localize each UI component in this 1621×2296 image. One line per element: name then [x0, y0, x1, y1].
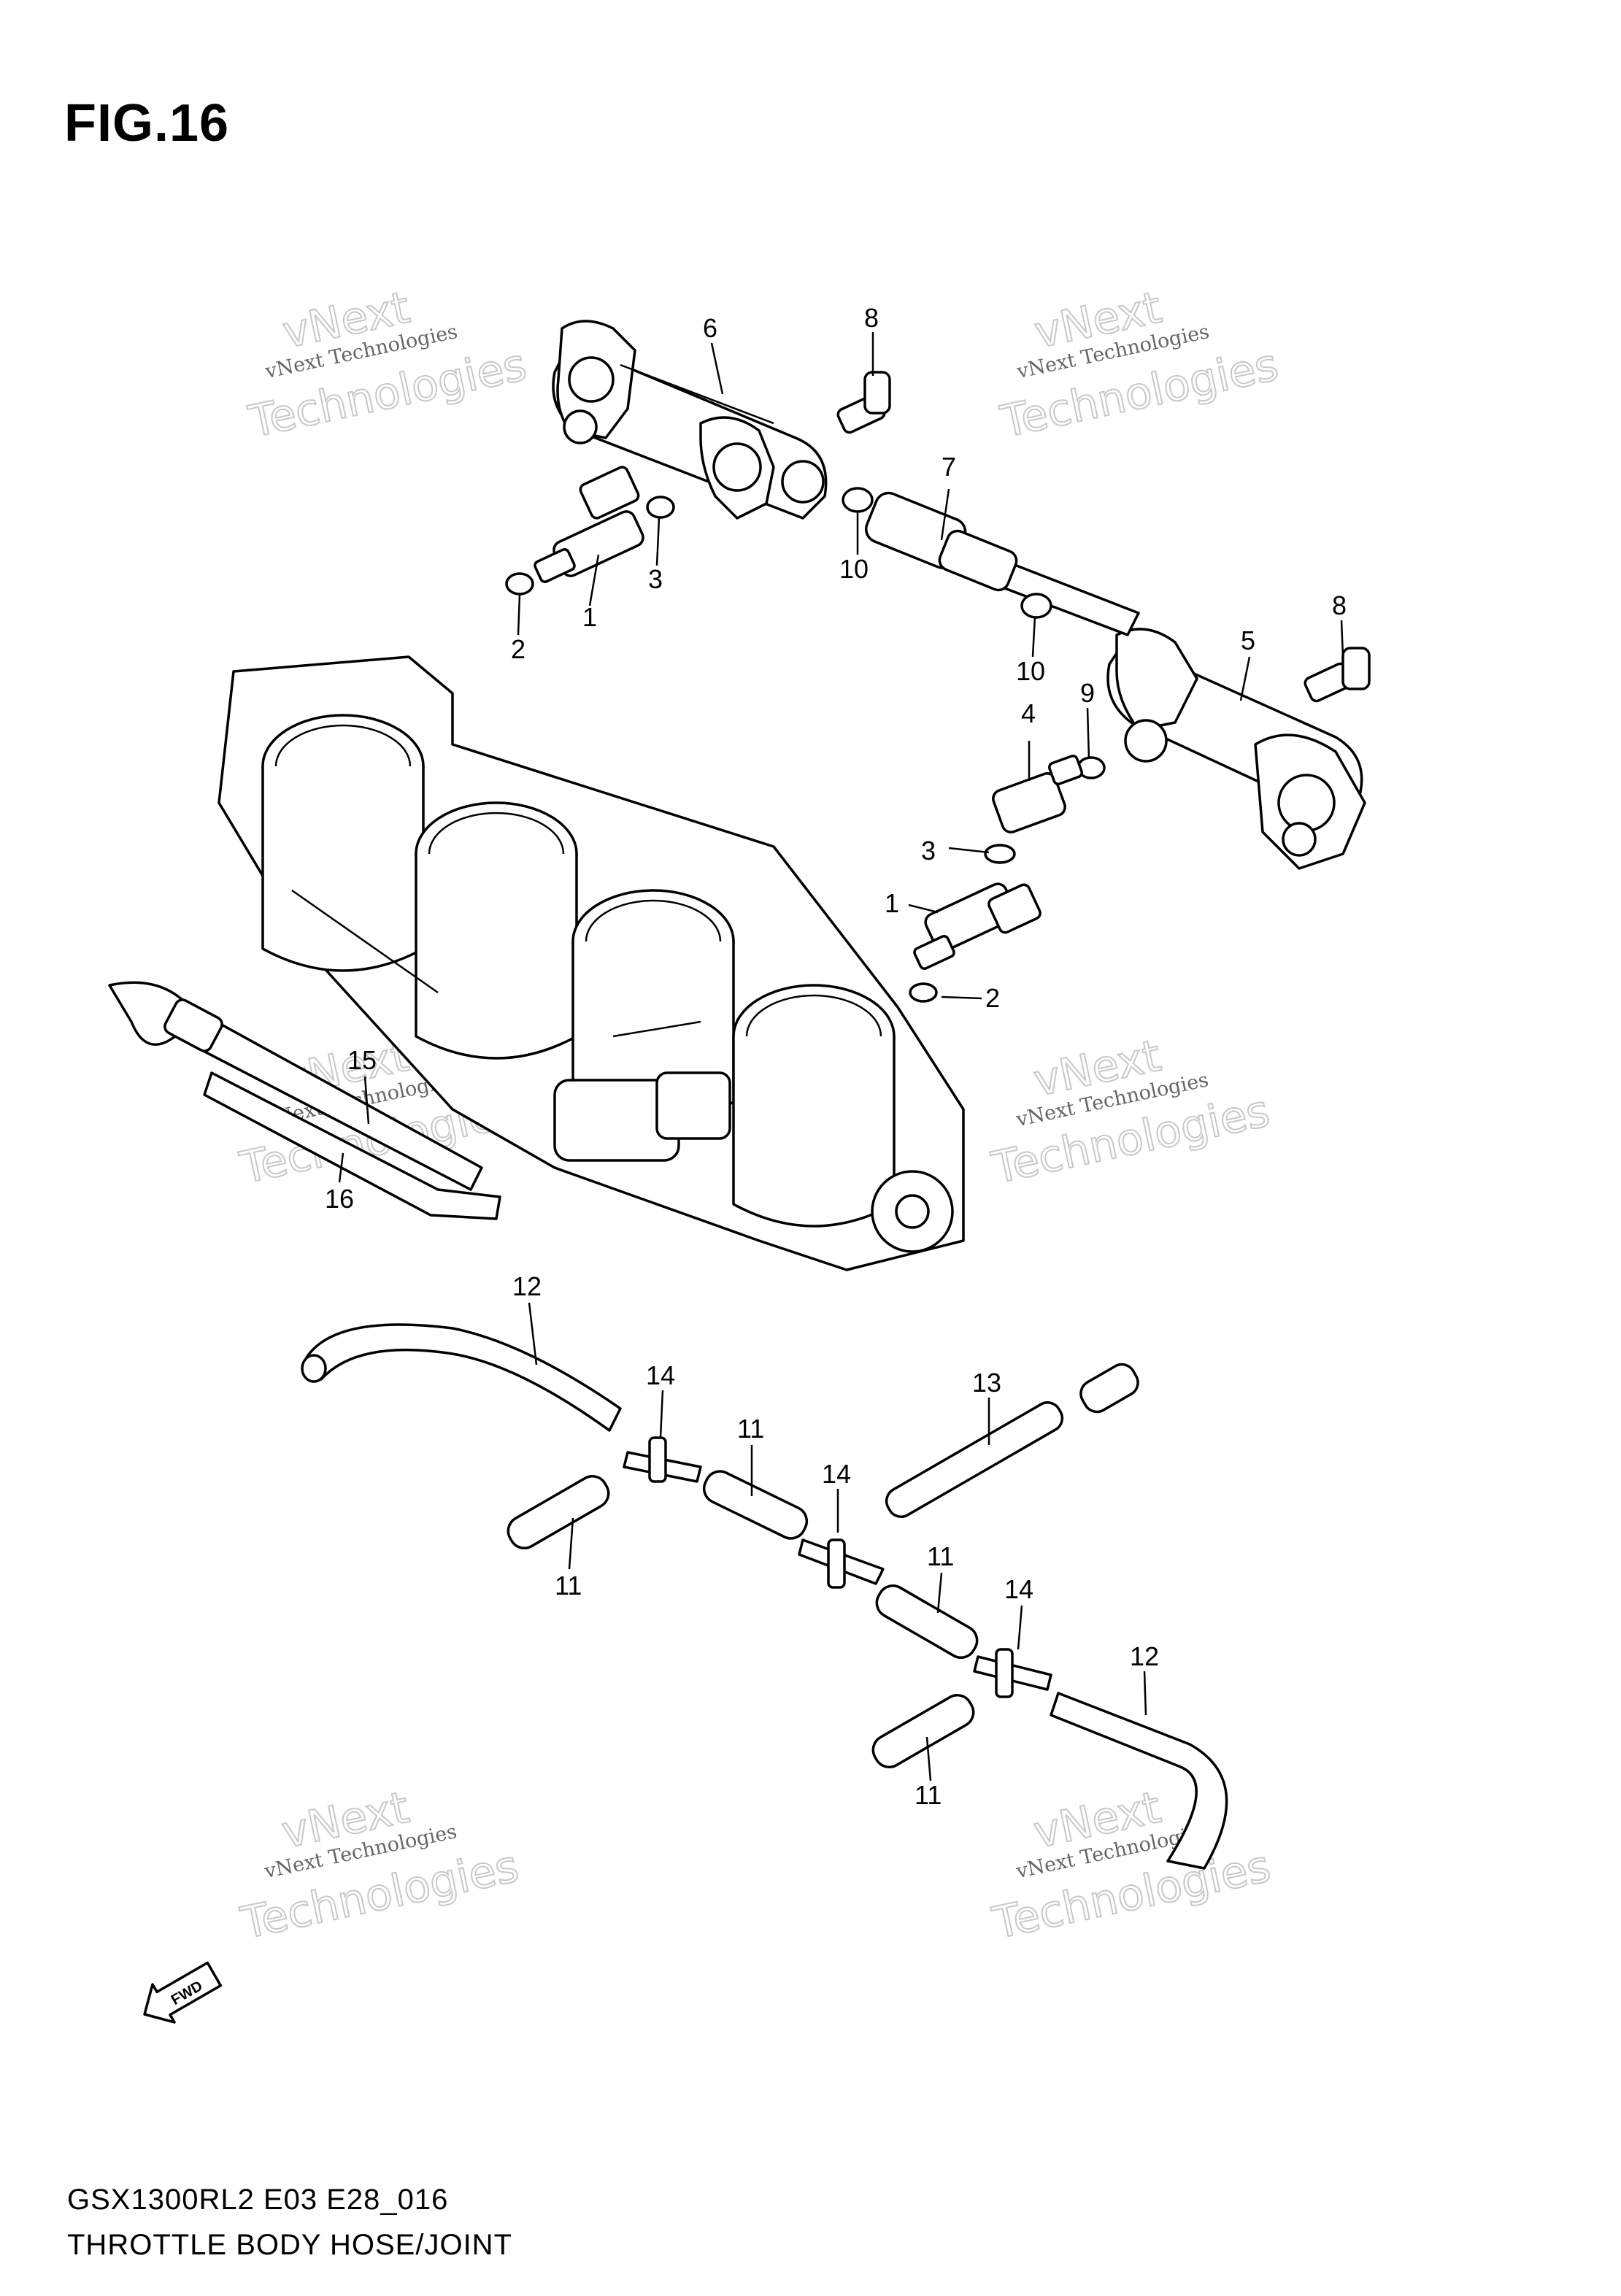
callout-12-lower: 12 [1130, 1641, 1159, 1671]
hose-13 [885, 1363, 1139, 1518]
injector-upper [534, 466, 644, 583]
figure-title: FIG.16 [64, 94, 230, 153]
callout-13: 13 [972, 1368, 1001, 1398]
callout-5: 5 [1241, 625, 1255, 655]
cap-4 [992, 755, 1083, 833]
callout-11-a: 11 [737, 1414, 764, 1444]
callout-10-upper: 10 [839, 554, 869, 584]
model-code: GSX1300RL2 E03 E28_016 [67, 2184, 449, 2216]
hose-11-c [875, 1584, 979, 1659]
callout-10-lower: 10 [1016, 656, 1045, 686]
joint-14-c [973, 1648, 1052, 1698]
watermark-mid-right: Technologies vNext Technologies vNext [987, 1030, 1275, 1195]
section-name: THROTTLE BODY HOSE/JOINT [67, 2229, 512, 2261]
callout-16: 16 [325, 1184, 354, 1214]
callout-6: 6 [703, 313, 717, 343]
hose-11-d [871, 1694, 975, 1768]
callout-3-upper: 3 [648, 564, 663, 594]
callout-2-lower: 2 [985, 983, 1000, 1013]
hose-16 [203, 1071, 501, 1220]
hose-11-b [507, 1475, 610, 1549]
joint-14-a [623, 1436, 702, 1483]
callout-8-upper: 8 [864, 303, 879, 333]
callout-labels: 6 8 7 1 2 3 10 10 8 5 4 9 3 1 2 15 16 12… [325, 303, 1347, 1810]
watermark-top-right: Technologies vNext Technologies vNext [996, 282, 1284, 449]
leader-lines [338, 332, 1344, 1781]
callout-1-upper: 1 [582, 602, 597, 632]
throttle-body-assembly [217, 655, 965, 1271]
callout-4: 4 [1021, 698, 1036, 728]
fuel-rail-upper [552, 320, 828, 520]
watermark-bottom-left: Technologies vNext Technologies vNext [236, 1781, 524, 1950]
callout-11-c: 11 [927, 1541, 954, 1571]
callout-14-c: 14 [1004, 1574, 1033, 1604]
injector-lower [913, 882, 1041, 970]
callout-1-lower: 1 [885, 888, 899, 918]
o-rings [505, 487, 1106, 1003]
hose-12-lower [1050, 1692, 1228, 1870]
fuel-rail-right [1106, 628, 1366, 870]
callout-11-d: 11 [915, 1780, 942, 1810]
callout-3-lower: 3 [921, 836, 936, 866]
bolt-8-right [1304, 647, 1371, 703]
callout-15: 15 [347, 1045, 377, 1075]
hose-12-upper [301, 1323, 622, 1432]
fwd-arrow-icon: FWD [143, 1961, 223, 2024]
bolt-8-upper [836, 371, 891, 434]
joint-pipe-7 [864, 491, 1140, 636]
callout-2-upper: 2 [511, 634, 525, 664]
callout-7: 7 [942, 452, 956, 482]
callout-14-a: 14 [646, 1360, 675, 1390]
hose-15 [108, 981, 483, 1191]
callout-12-upper: 12 [512, 1271, 542, 1301]
callout-9: 9 [1080, 678, 1095, 708]
hose-11-a [702, 1470, 809, 1540]
callout-11-b: 11 [555, 1571, 582, 1600]
joint-14-b [798, 1538, 885, 1589]
callout-14-b: 14 [822, 1459, 851, 1489]
watermark-bottom-right: Technologies vNext Technologies vNext [987, 1781, 1276, 1950]
callout-8-right: 8 [1332, 590, 1347, 620]
watermark-top-left: Technologies vNext Technologies vNext [244, 282, 532, 449]
